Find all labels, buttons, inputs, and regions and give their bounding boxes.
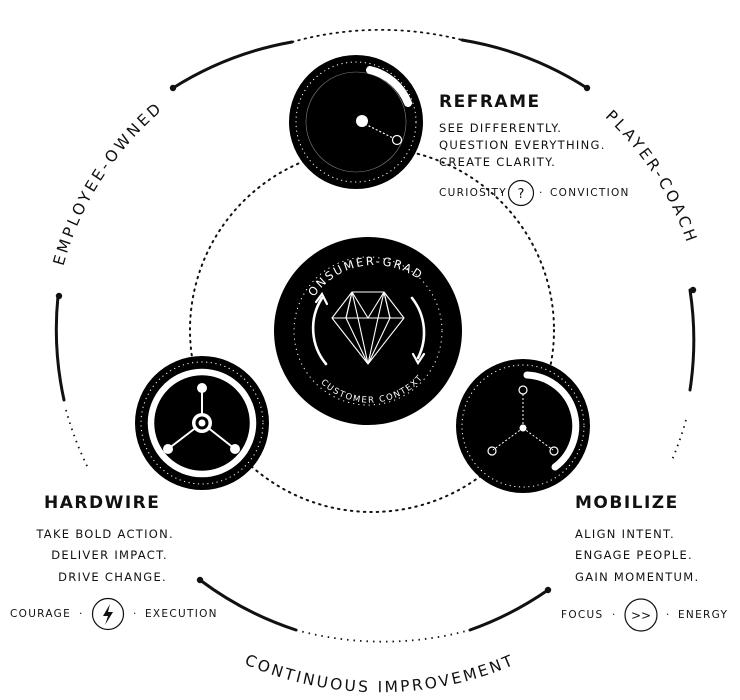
svg-text:?: ? (518, 187, 525, 202)
reframe-line-2: QUESTION EVERYTHING. (439, 138, 606, 152)
hardwire-line-1: TAKE BOLD ACTION. (36, 527, 174, 541)
label-employee-owned: EMPLOYEE-OWNED (50, 98, 167, 267)
reframe-title: REFRAME (439, 92, 541, 112)
svg-text:>>: >> (631, 609, 651, 623)
mobilize-dial (456, 359, 590, 493)
outer-ring (54, 28, 696, 643)
label-continuous-improvement: CONTINUOUS IMPROVEMENT (242, 651, 517, 696)
mobilize-title: MOBILIZE (575, 493, 679, 513)
hardwire-line-3: DRIVE CHANGE. (58, 570, 167, 584)
cycle-arrow-right-icon (410, 296, 426, 366)
label-player-coach: PLAYER-COACH (602, 107, 701, 247)
hardwire-sep-left: · (79, 608, 84, 620)
question-badge: ? (507, 179, 535, 207)
mobilize-line-1: ALIGN INTENT. (575, 527, 675, 541)
reframe-sep-right: · (539, 187, 544, 199)
hardwire-right-trait: EXECUTION (145, 608, 218, 620)
mobilize-line-3: GAIN MOMENTUM. (575, 570, 700, 584)
hardwire-dial (135, 356, 269, 490)
lightning-badge (91, 597, 125, 631)
mobilize-sep-left: · (612, 609, 617, 621)
lightning-icon (103, 604, 113, 625)
fast-forward-badge: >> (624, 598, 658, 632)
reframe-right-trait: CONVICTION (550, 187, 630, 199)
hardwire-title: HARDWIRE (44, 493, 161, 513)
reframe-left-trait: CURIOSITY (439, 187, 507, 199)
mobilize-line-2: ENGAGE PEOPLE. (575, 548, 693, 562)
diamond-icon (331, 291, 405, 365)
hardwire-sep-right: · (133, 608, 138, 620)
mobilize-right-trait: ENERGY (678, 609, 729, 621)
reframe-sep-left: · (500, 187, 505, 199)
hardwire-left-trait: COURAGE (10, 608, 72, 620)
reframe-dial (289, 55, 423, 189)
outer-ring-endpoints (55, 84, 697, 594)
cycle-arrow-left-icon (311, 291, 329, 366)
hardwire-line-2: DELIVER IMPACT. (51, 548, 168, 562)
reframe-line-1: SEE DIFFERENTLY. (439, 121, 563, 135)
reframe-line-3: CREATE CLARITY. (439, 155, 557, 169)
mobilize-sep-right: · (666, 609, 671, 621)
mobilize-left-trait: FOCUS (561, 609, 604, 621)
